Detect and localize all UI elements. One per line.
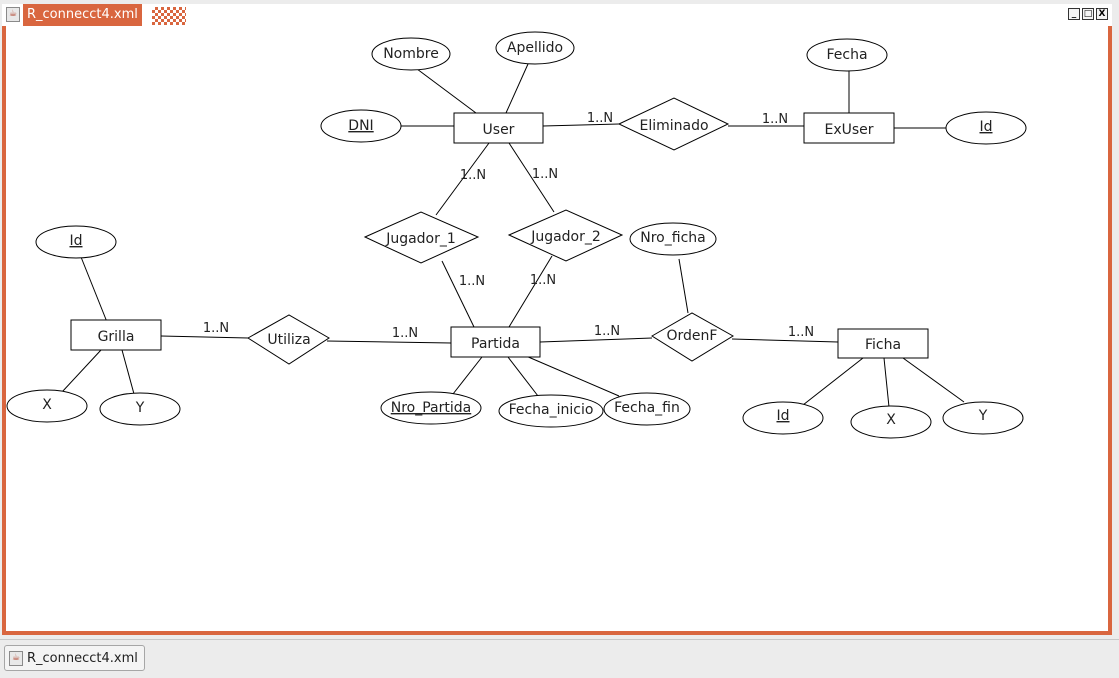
attribute-grilla-y-label: Y [135,400,145,416]
diagram-window: ☕ R_connecct4.xml _ □ X [2,4,1112,635]
java-app-icon: ☕ [9,650,23,666]
attribute-partida-fecha-fin[interactable]: Fecha_fin [603,392,691,426]
entity-user-label: User [483,122,515,138]
entity-ficha-label: Ficha [865,337,901,353]
cardinality-utiliza-partida: 1..N [392,326,418,341]
taskbar: ☕ R_connecct4.xml [0,639,1119,678]
attribute-grilla-id-label: Id [69,233,82,249]
attribute-exuser-fecha[interactable]: Fecha [806,38,888,72]
attribute-exuser-id-key[interactable]: Id [945,111,1027,145]
entity-partida-label: Partida [471,336,520,352]
relationship-utiliza[interactable]: Utiliza [247,314,330,365]
window-titlebar[interactable]: ☕ R_connecct4.xml _ □ X [2,4,1112,26]
attribute-partida-nro-partida-label: Nro_Partida [391,400,471,416]
attribute-user-nombre-label: Nombre [383,46,439,62]
attribute-ordenf-nro-ficha-label: Nro_ficha [640,230,705,246]
relationship-utiliza-label: Utiliza [267,332,310,348]
entity-grilla-label: Grilla [98,329,135,345]
entity-user[interactable]: User [453,112,544,144]
titlebar-grip-pattern [152,7,186,25]
cardinality-eliminado-exuser: 1..N [762,112,788,127]
cardinality-jugador-2-partida: 1..N [530,273,556,288]
attribute-user-dni-label: DNI [348,118,373,134]
cardinality-user-jugador-2: 1..N [532,167,558,182]
attribute-ficha-y-label: Y [978,408,988,424]
java-app-icon: ☕ [6,7,20,22]
attribute-partida-fecha-inicio[interactable]: Fecha_inicio [498,394,604,428]
attribute-exuser-fecha-label: Fecha [826,47,867,63]
attribute-ficha-y[interactable]: Y [942,401,1024,435]
window-title: R_connecct4.xml [23,4,142,26]
attribute-grilla-id-key[interactable]: Id [35,225,117,259]
cardinality-labels: 1..N 1..N 1..N 1..N 1..N 1..N 1..N 1..N … [203,111,814,341]
cardinality-grilla-utiliza: 1..N [203,321,229,336]
connector-lines [61,62,965,408]
relationship-jugador-1-label: Jugador_1 [385,231,456,247]
relationship-eliminado[interactable]: Eliminado [617,97,730,151]
diagram-canvas[interactable]: User ExUser Grilla Partida Ficha Elim [6,26,1108,631]
cardinality-user-eliminado: 1..N [587,111,613,126]
taskbar-window-label: R_connecct4.xml [27,650,138,666]
attribute-grilla-x-label: X [42,397,52,413]
relationship-eliminado-label: Eliminado [639,118,708,134]
attribute-ficha-id-label: Id [776,408,789,424]
entity-grilla[interactable]: Grilla [70,319,162,351]
cardinality-user-jugador-1: 1..N [460,168,486,183]
cardinality-jugador-1-partida: 1..N [459,274,485,289]
attribute-user-nombre[interactable]: Nombre [371,37,451,71]
taskbar-window-button[interactable]: ☕ R_connecct4.xml [4,645,145,671]
attribute-user-apellido-label: Apellido [507,40,563,56]
attribute-grilla-y[interactable]: Y [99,392,181,426]
close-button[interactable]: X [1096,8,1108,20]
attribute-partida-nro-partida-key[interactable]: Nro_Partida [380,391,482,425]
attribute-user-apellido[interactable]: Apellido [495,31,575,65]
relationship-jugador-2[interactable]: Jugador_2 [507,209,624,262]
attribute-partida-fecha-inicio-label: Fecha_inicio [509,402,594,418]
attribute-user-dni-key[interactable]: DNI [320,109,402,143]
cardinality-partida-ordenf: 1..N [594,324,620,339]
attribute-ficha-x-label: X [886,412,896,428]
attribute-ficha-x[interactable]: X [850,405,932,439]
attribute-grilla-x[interactable]: X [6,389,88,423]
entity-ficha[interactable]: Ficha [837,328,929,359]
attribute-ficha-id-key[interactable]: Id [742,401,824,435]
er-diagram: User ExUser Grilla Partida Ficha Elim [6,31,1027,439]
relationship-jugador-2-label: Jugador_2 [530,229,601,245]
maximize-button[interactable]: □ [1082,8,1094,20]
entity-partida[interactable]: Partida [450,326,541,358]
cardinality-ordenf-ficha: 1..N [788,325,814,340]
entity-exuser[interactable]: ExUser [803,112,895,144]
minimize-button[interactable]: _ [1068,8,1080,20]
attribute-partida-fecha-fin-label: Fecha_fin [614,400,680,416]
relationship-ordenf-label: OrdenF [667,328,718,344]
attribute-ordenf-nro-ficha[interactable]: Nro_ficha [629,222,717,256]
relationship-jugador-1[interactable]: Jugador_1 [363,211,480,264]
entity-exuser-label: ExUser [824,122,873,138]
attribute-exuser-id-label: Id [979,119,992,135]
relationship-ordenf[interactable]: OrdenF [651,312,734,362]
